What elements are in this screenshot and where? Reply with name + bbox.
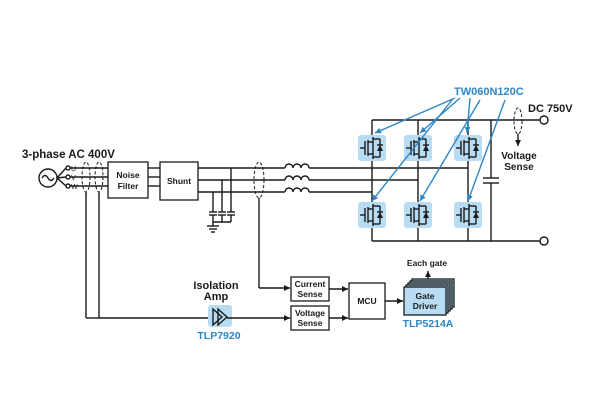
isolation-part-label: TLP7920 <box>197 330 240 342</box>
voltage-sense-out-label-2: Sense <box>504 162 534 173</box>
inductors <box>284 163 310 193</box>
shunt-label: Shunt <box>167 176 191 186</box>
voltage-sense-label-2: Sense <box>297 318 322 328</box>
shunt-block <box>159 161 199 201</box>
current-sense-label-1: Current <box>295 279 326 289</box>
source-label: 3-phase AC 400V <box>22 149 115 161</box>
noise-filter-label-2: Filter <box>118 181 139 191</box>
mosfet-callout-arrows <box>371 97 506 202</box>
dc-sense-loop <box>513 107 523 135</box>
mosfet-w-high <box>453 134 483 162</box>
isolation-amp-label-2: Amp <box>204 291 229 303</box>
each-gate-label: Each gate <box>407 258 447 268</box>
gate-driver-label-2: Driver <box>413 301 438 311</box>
gate-driver-label-1: Gate <box>416 291 435 301</box>
current-sense-block <box>290 276 330 302</box>
voltage-sense-out-label-1: Voltage <box>501 151 537 162</box>
gate-driver-stack <box>403 278 455 316</box>
mosfet-v-low <box>403 201 433 229</box>
mosfet-part-label: TW060N120C <box>454 86 524 98</box>
mosfet-u-high <box>357 134 387 162</box>
phase-v-label: V <box>71 175 76 182</box>
noise-filter-block <box>107 161 149 199</box>
phase-u-label: U <box>71 166 76 173</box>
current-sense-label-2: Sense <box>297 289 322 299</box>
mcu-label: MCU <box>357 296 376 306</box>
phase-w-label: W <box>71 184 78 191</box>
mosfet-u-low <box>357 201 387 229</box>
mosfet-v-high <box>403 134 433 162</box>
mcu-block <box>348 282 386 320</box>
mosfet-w-low <box>453 201 483 229</box>
noise-filter-label-1: Noise <box>116 170 139 180</box>
voltage-sense-label-1: Voltage <box>295 308 325 318</box>
isolation-amp-label-1: Isolation <box>193 280 239 292</box>
gate-driver-part-label: TLP5214A <box>403 318 454 330</box>
filter-capacitors <box>207 211 235 233</box>
dc-bus-label: DC 750V <box>528 103 573 115</box>
current-sense-loop <box>253 161 265 199</box>
